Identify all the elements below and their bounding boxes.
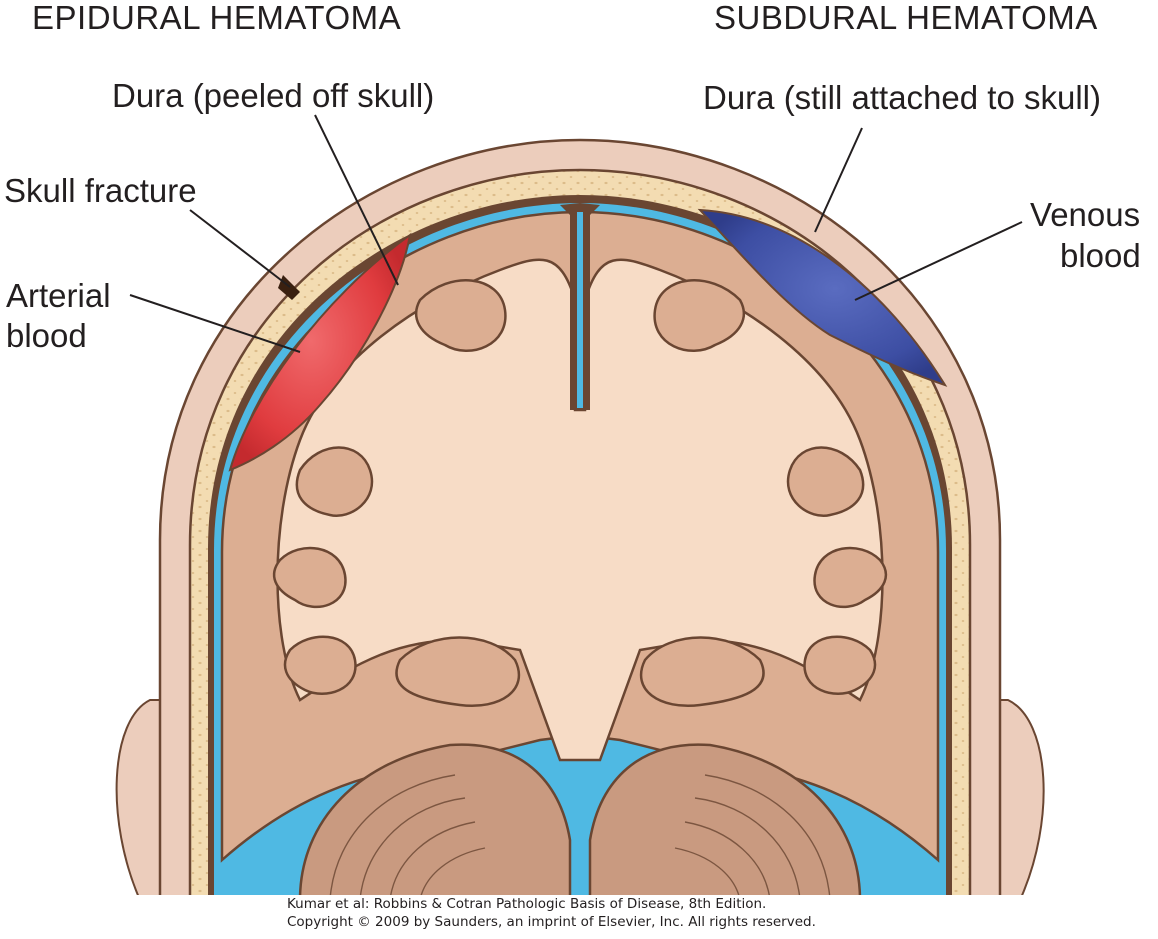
label-venous-blood-2: blood xyxy=(1060,237,1141,274)
gyrus xyxy=(295,446,374,518)
venous-blood-hematoma xyxy=(697,208,948,387)
gyrus xyxy=(283,635,357,695)
gyrus xyxy=(639,636,765,708)
falx-dura xyxy=(577,212,583,408)
gyrus xyxy=(653,279,746,353)
gyrus xyxy=(414,279,507,353)
leader-arterial-blood xyxy=(129,294,301,353)
gyrus xyxy=(803,635,877,695)
caption-line-1: Kumar et al: Robbins & Cotran Pathologic… xyxy=(287,896,767,912)
leader-skull-fracture xyxy=(189,209,291,288)
label-arterial-blood-1: Arterial xyxy=(6,277,111,314)
leader-venous-blood xyxy=(854,221,1023,301)
gyrus xyxy=(786,446,865,518)
label-skull-fracture: Skull fracture xyxy=(4,172,197,209)
label-arterial-blood-2: blood xyxy=(6,317,87,354)
cerebellum xyxy=(298,743,862,895)
title-subdural-hematoma: SUBDURAL HEMATOMA xyxy=(714,0,1098,36)
gyrus xyxy=(272,546,347,609)
gyrus xyxy=(813,546,888,609)
leader-dura-attached xyxy=(814,127,863,233)
title-epidural-hematoma: EPIDURAL HEMATOMA xyxy=(32,0,402,36)
leader-dura-peeled xyxy=(314,114,399,286)
label-dura-peeled: Dura (peeled off skull) xyxy=(112,77,435,114)
caption-line-2: Copyright © 2009 by Saunders, an imprint… xyxy=(287,914,816,930)
label-venous-blood-1: Venous xyxy=(1030,196,1141,233)
gyrus xyxy=(395,636,521,708)
label-dura-attached: Dura (still attached to skull) xyxy=(703,79,1101,116)
